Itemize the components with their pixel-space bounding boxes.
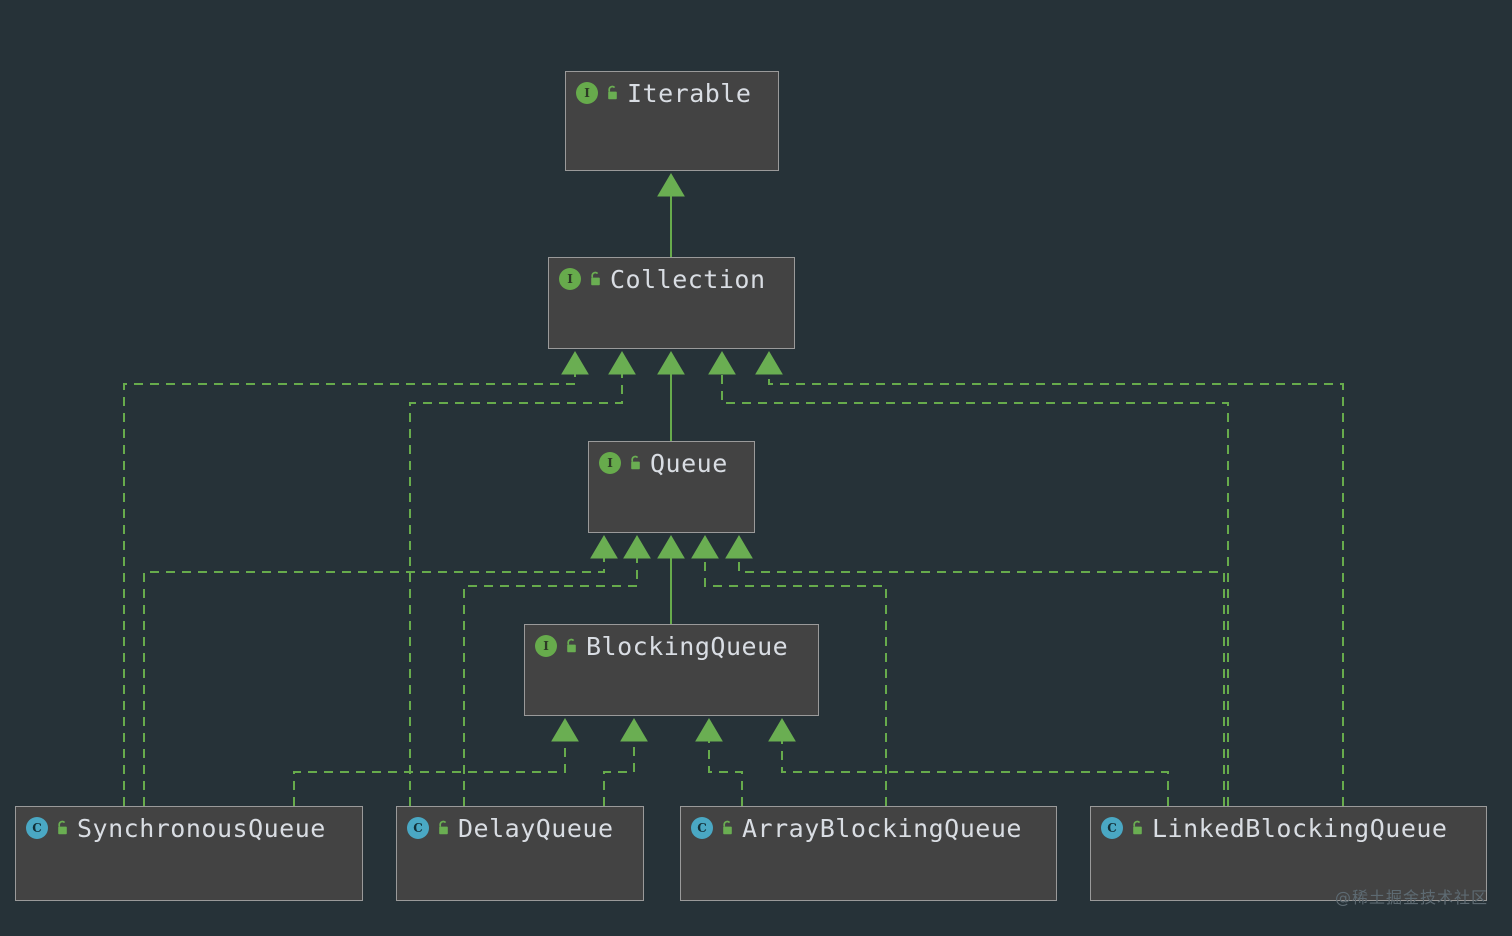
uml-node-iterable[interactable]: I Iterable [565, 71, 779, 171]
edge-linkedblockingqueue-implements-collection [768, 372, 1344, 806]
node-members-area [16, 849, 362, 900]
uml-node-collection[interactable]: I Collection [548, 257, 795, 349]
node-members-area [681, 849, 1056, 900]
node-members-area [589, 484, 754, 532]
unlock-icon-wrapper [1130, 820, 1145, 836]
edge-arrayblockingqueue-implements-blockingqueue [708, 739, 743, 806]
class-badge-icon: C [26, 817, 48, 839]
node-header: I Queue [589, 442, 754, 484]
edge-delayqueue-implements-blockingqueue [603, 739, 635, 806]
unlock-icon [631, 455, 640, 470]
node-title: SynchronousQueue [77, 813, 326, 843]
node-members-area [397, 849, 643, 900]
uml-node-synchronousqueue[interactable]: C SynchronousQueue [15, 806, 363, 901]
unlock-icon-wrapper [436, 820, 451, 836]
node-header: C LinkedBlockingQueue [1091, 807, 1486, 849]
edge-delayqueue-implements-collection [409, 372, 623, 806]
arrowhead-synchronousqueue-implements-blockingqueue [551, 718, 579, 742]
node-title: ArrayBlockingQueue [742, 813, 1022, 843]
uml-node-linkedblockingqueue[interactable]: C LinkedBlockingQueue [1090, 806, 1487, 901]
unlock-icon-wrapper [564, 638, 579, 654]
edge-linkedblockingqueue-implements-blockingqueue [781, 739, 1169, 806]
node-title: LinkedBlockingQueue [1152, 813, 1448, 843]
class-badge-icon: C [1101, 817, 1123, 839]
node-header: I Collection [549, 258, 794, 300]
unlock-icon [58, 820, 67, 835]
unlock-icon [591, 271, 600, 286]
unlock-icon [1133, 820, 1142, 835]
node-header: C DelayQueue [397, 807, 643, 849]
interface-badge-icon: I [559, 268, 581, 290]
node-members-area [549, 300, 794, 348]
edge-arrayblockingqueue-implements-collection [721, 372, 1229, 806]
arrowhead-arrayblockingqueue-implements-blockingqueue [695, 718, 723, 742]
node-members-area [1091, 849, 1486, 900]
arrowhead-synchronousqueue-implements-queue [590, 535, 618, 559]
arrowhead-arrayblockingqueue-implements-queue [691, 535, 719, 559]
node-title: Queue [650, 448, 728, 478]
uml-node-arrayblockingqueue[interactable]: C ArrayBlockingQueue [680, 806, 1057, 901]
arrowhead-arrayblockingqueue-implements-collection [708, 351, 736, 375]
node-header: I BlockingQueue [525, 625, 818, 667]
arrowhead-collection-extends-iterable [657, 173, 685, 197]
unlock-icon-wrapper [55, 820, 70, 836]
arrowhead-blockingqueue-extends-queue [657, 535, 685, 559]
node-title: BlockingQueue [586, 631, 789, 661]
uml-node-delayqueue[interactable]: C DelayQueue [396, 806, 644, 901]
arrowhead-linkedblockingqueue-implements-blockingqueue [768, 718, 796, 742]
unlock-icon-wrapper [588, 271, 603, 287]
node-title: Collection [610, 264, 766, 294]
unlock-icon-wrapper [628, 455, 643, 471]
arrowhead-linkedblockingqueue-implements-collection [755, 351, 783, 375]
unlock-icon [608, 85, 617, 100]
arrowhead-queue-extends-collection [657, 351, 685, 375]
node-header: C ArrayBlockingQueue [681, 807, 1056, 849]
arrowhead-linkedblockingqueue-implements-queue [725, 535, 753, 559]
arrowhead-delayqueue-implements-queue [623, 535, 651, 559]
arrowhead-delayqueue-implements-collection [608, 351, 636, 375]
class-badge-icon: C [691, 817, 713, 839]
interface-badge-icon: I [535, 635, 557, 657]
unlock-icon-wrapper [720, 820, 735, 836]
interface-badge-icon: I [576, 82, 598, 104]
edge-synchronousqueue-implements-collection [123, 372, 576, 806]
uml-node-blockingqueue[interactable]: I BlockingQueue [524, 624, 819, 716]
node-title: DelayQueue [458, 813, 614, 843]
arrowhead-delayqueue-implements-blockingqueue [620, 718, 648, 742]
class-badge-icon: C [407, 817, 429, 839]
node-header: I Iterable [566, 72, 778, 114]
unlock-icon [439, 820, 448, 835]
node-members-area [566, 114, 778, 170]
unlock-icon [567, 638, 576, 653]
uml-node-queue[interactable]: I Queue [588, 441, 755, 533]
arrowhead-synchronousqueue-implements-collection [561, 351, 589, 375]
unlock-icon-wrapper [605, 85, 620, 101]
interface-badge-icon: I [599, 452, 621, 474]
node-title: Iterable [627, 78, 752, 108]
node-members-area [525, 667, 818, 715]
edge-synchronousqueue-implements-blockingqueue [293, 739, 566, 806]
node-header: C SynchronousQueue [16, 807, 362, 849]
unlock-icon [723, 820, 732, 835]
